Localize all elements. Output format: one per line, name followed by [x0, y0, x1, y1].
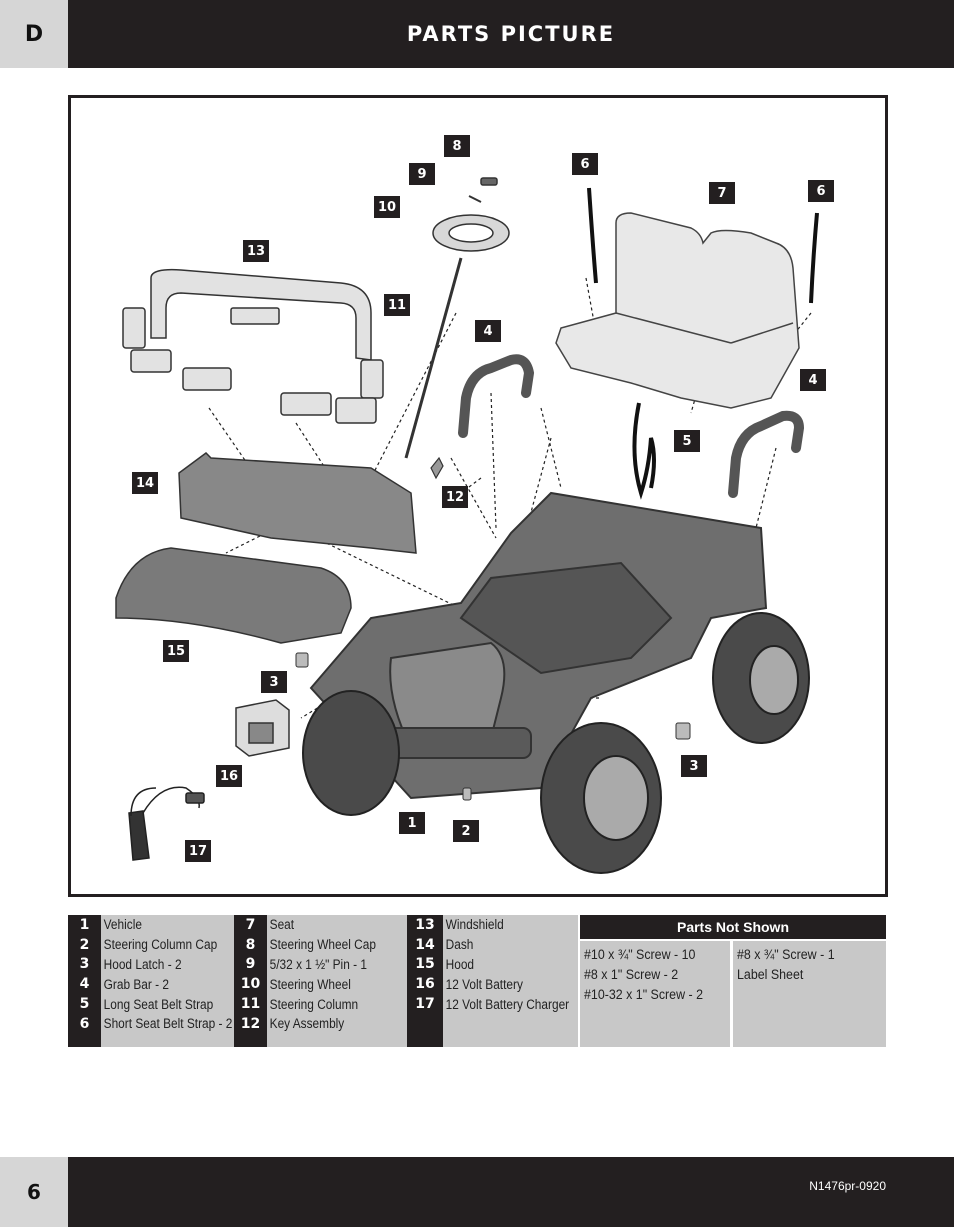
part-name: Dash [445, 937, 474, 953]
part-number: 4 [79, 976, 90, 993]
document-code: N1476pr-0920 [809, 1179, 886, 1193]
exploded-view-illustration [115, 177, 819, 874]
legend-number-column: 1 2 3 4 5 6 [68, 915, 101, 1047]
callout-8: 8 [444, 135, 470, 157]
legend-name-column: Windshield Dash Hood 12 Volt Battery 12 … [443, 915, 578, 1047]
not-shown-part: #10-32 x 1" Screw - 2 [584, 987, 704, 1002]
part-name: Steering Wheel Cap [269, 937, 376, 953]
part-name: Steering Column Cap [103, 937, 218, 953]
part-number: 15 [415, 956, 435, 973]
parts-not-shown-left: #10 x ¾" Screw - 10 #8 x 1" Screw - 2 #1… [580, 941, 730, 1047]
parts-diagram: 8 9 10 6 7 6 13 11 4 4 5 14 12 15 3 16 3… [68, 95, 888, 897]
callout-11: 11 [384, 294, 410, 316]
part-number: 6 [79, 1015, 90, 1032]
callout-12: 12 [442, 486, 468, 508]
part-name: 5/32 x 1 ½" Pin - 1 [269, 956, 367, 972]
callout-2: 2 [453, 820, 479, 842]
part-number: 12 [240, 1015, 261, 1032]
not-shown-part: #8 x 1" Screw - 2 [584, 967, 679, 982]
callout-14: 14 [132, 472, 158, 494]
page-footer: 6 N1476pr-0920 [0, 1157, 954, 1227]
parts-not-shown-heading: Parts Not Shown [580, 915, 886, 939]
legend-number-column: 13 14 15 16 17 [407, 915, 443, 1047]
callout-1: 1 [399, 812, 425, 834]
part-number: 9 [245, 956, 256, 973]
callout-6: 6 [808, 180, 834, 202]
part-name: Vehicle [103, 917, 142, 933]
callout-17: 17 [185, 840, 211, 862]
part-number: 16 [415, 976, 435, 993]
callout-10: 10 [374, 196, 400, 218]
parts-not-shown-right: #8 x ¾" Screw - 1 Label Sheet [733, 941, 886, 1047]
page-number: 6 [0, 1157, 68, 1227]
callout-3: 3 [261, 671, 287, 693]
part-number: 7 [245, 916, 256, 933]
page-title: PARTS PICTURE [406, 22, 616, 46]
part-name: Long Seat Belt Strap [103, 996, 214, 1012]
part-name: Windshield [445, 917, 504, 933]
section-letter: D [0, 0, 68, 68]
callout-6: 6 [572, 153, 598, 175]
legend-name-column: Seat Steering Wheel Cap 5/32 x 1 ½" Pin … [267, 915, 407, 1047]
callout-16: 16 [216, 765, 242, 787]
legend-number-column: 7 8 9 10 11 12 [234, 915, 267, 1047]
callout-13: 13 [243, 240, 269, 262]
part-name: Short Seat Belt Strap - 2 [103, 1016, 233, 1032]
part-name: Key Assembly [269, 1016, 345, 1032]
part-name: 12 Volt Battery [445, 976, 523, 992]
page-header: D PARTS PICTURE [0, 0, 954, 68]
not-shown-part: #10 x ¾" Screw - 10 [584, 947, 696, 962]
part-name: Seat [269, 917, 295, 933]
part-number: 2 [79, 936, 90, 953]
callout-4: 4 [800, 369, 826, 391]
not-shown-part: #8 x ¾" Screw - 1 [737, 947, 835, 962]
part-name: Hood Latch - 2 [103, 956, 182, 972]
part-name: Grab Bar - 2 [103, 976, 170, 992]
part-number: 14 [415, 936, 435, 953]
legend-name-column: Vehicle Steering Column Cap Hood Latch -… [101, 915, 234, 1047]
parts-legend: 1 2 3 4 5 6 Vehicle Steering Column Cap … [68, 915, 886, 1047]
part-number: 3 [79, 956, 90, 973]
callout-15: 15 [163, 640, 189, 662]
part-number: 17 [415, 996, 435, 1013]
part-name: Steering Wheel [269, 976, 351, 992]
part-number: 13 [415, 916, 435, 933]
part-number: 8 [245, 936, 256, 953]
part-number: 5 [79, 996, 90, 1013]
part-number: 10 [240, 976, 261, 993]
part-name: Hood [445, 956, 475, 972]
callout-4: 4 [475, 320, 501, 342]
part-number: 1 [79, 916, 90, 933]
part-number: 11 [240, 996, 261, 1013]
not-shown-part: Label Sheet [737, 967, 804, 982]
callout-9: 9 [409, 163, 435, 185]
part-name: 12 Volt Battery Charger [445, 996, 570, 1012]
part-name: Steering Column [269, 996, 359, 1012]
callout-5: 5 [674, 430, 700, 452]
callout-3: 3 [681, 755, 707, 777]
callout-7: 7 [709, 182, 735, 204]
